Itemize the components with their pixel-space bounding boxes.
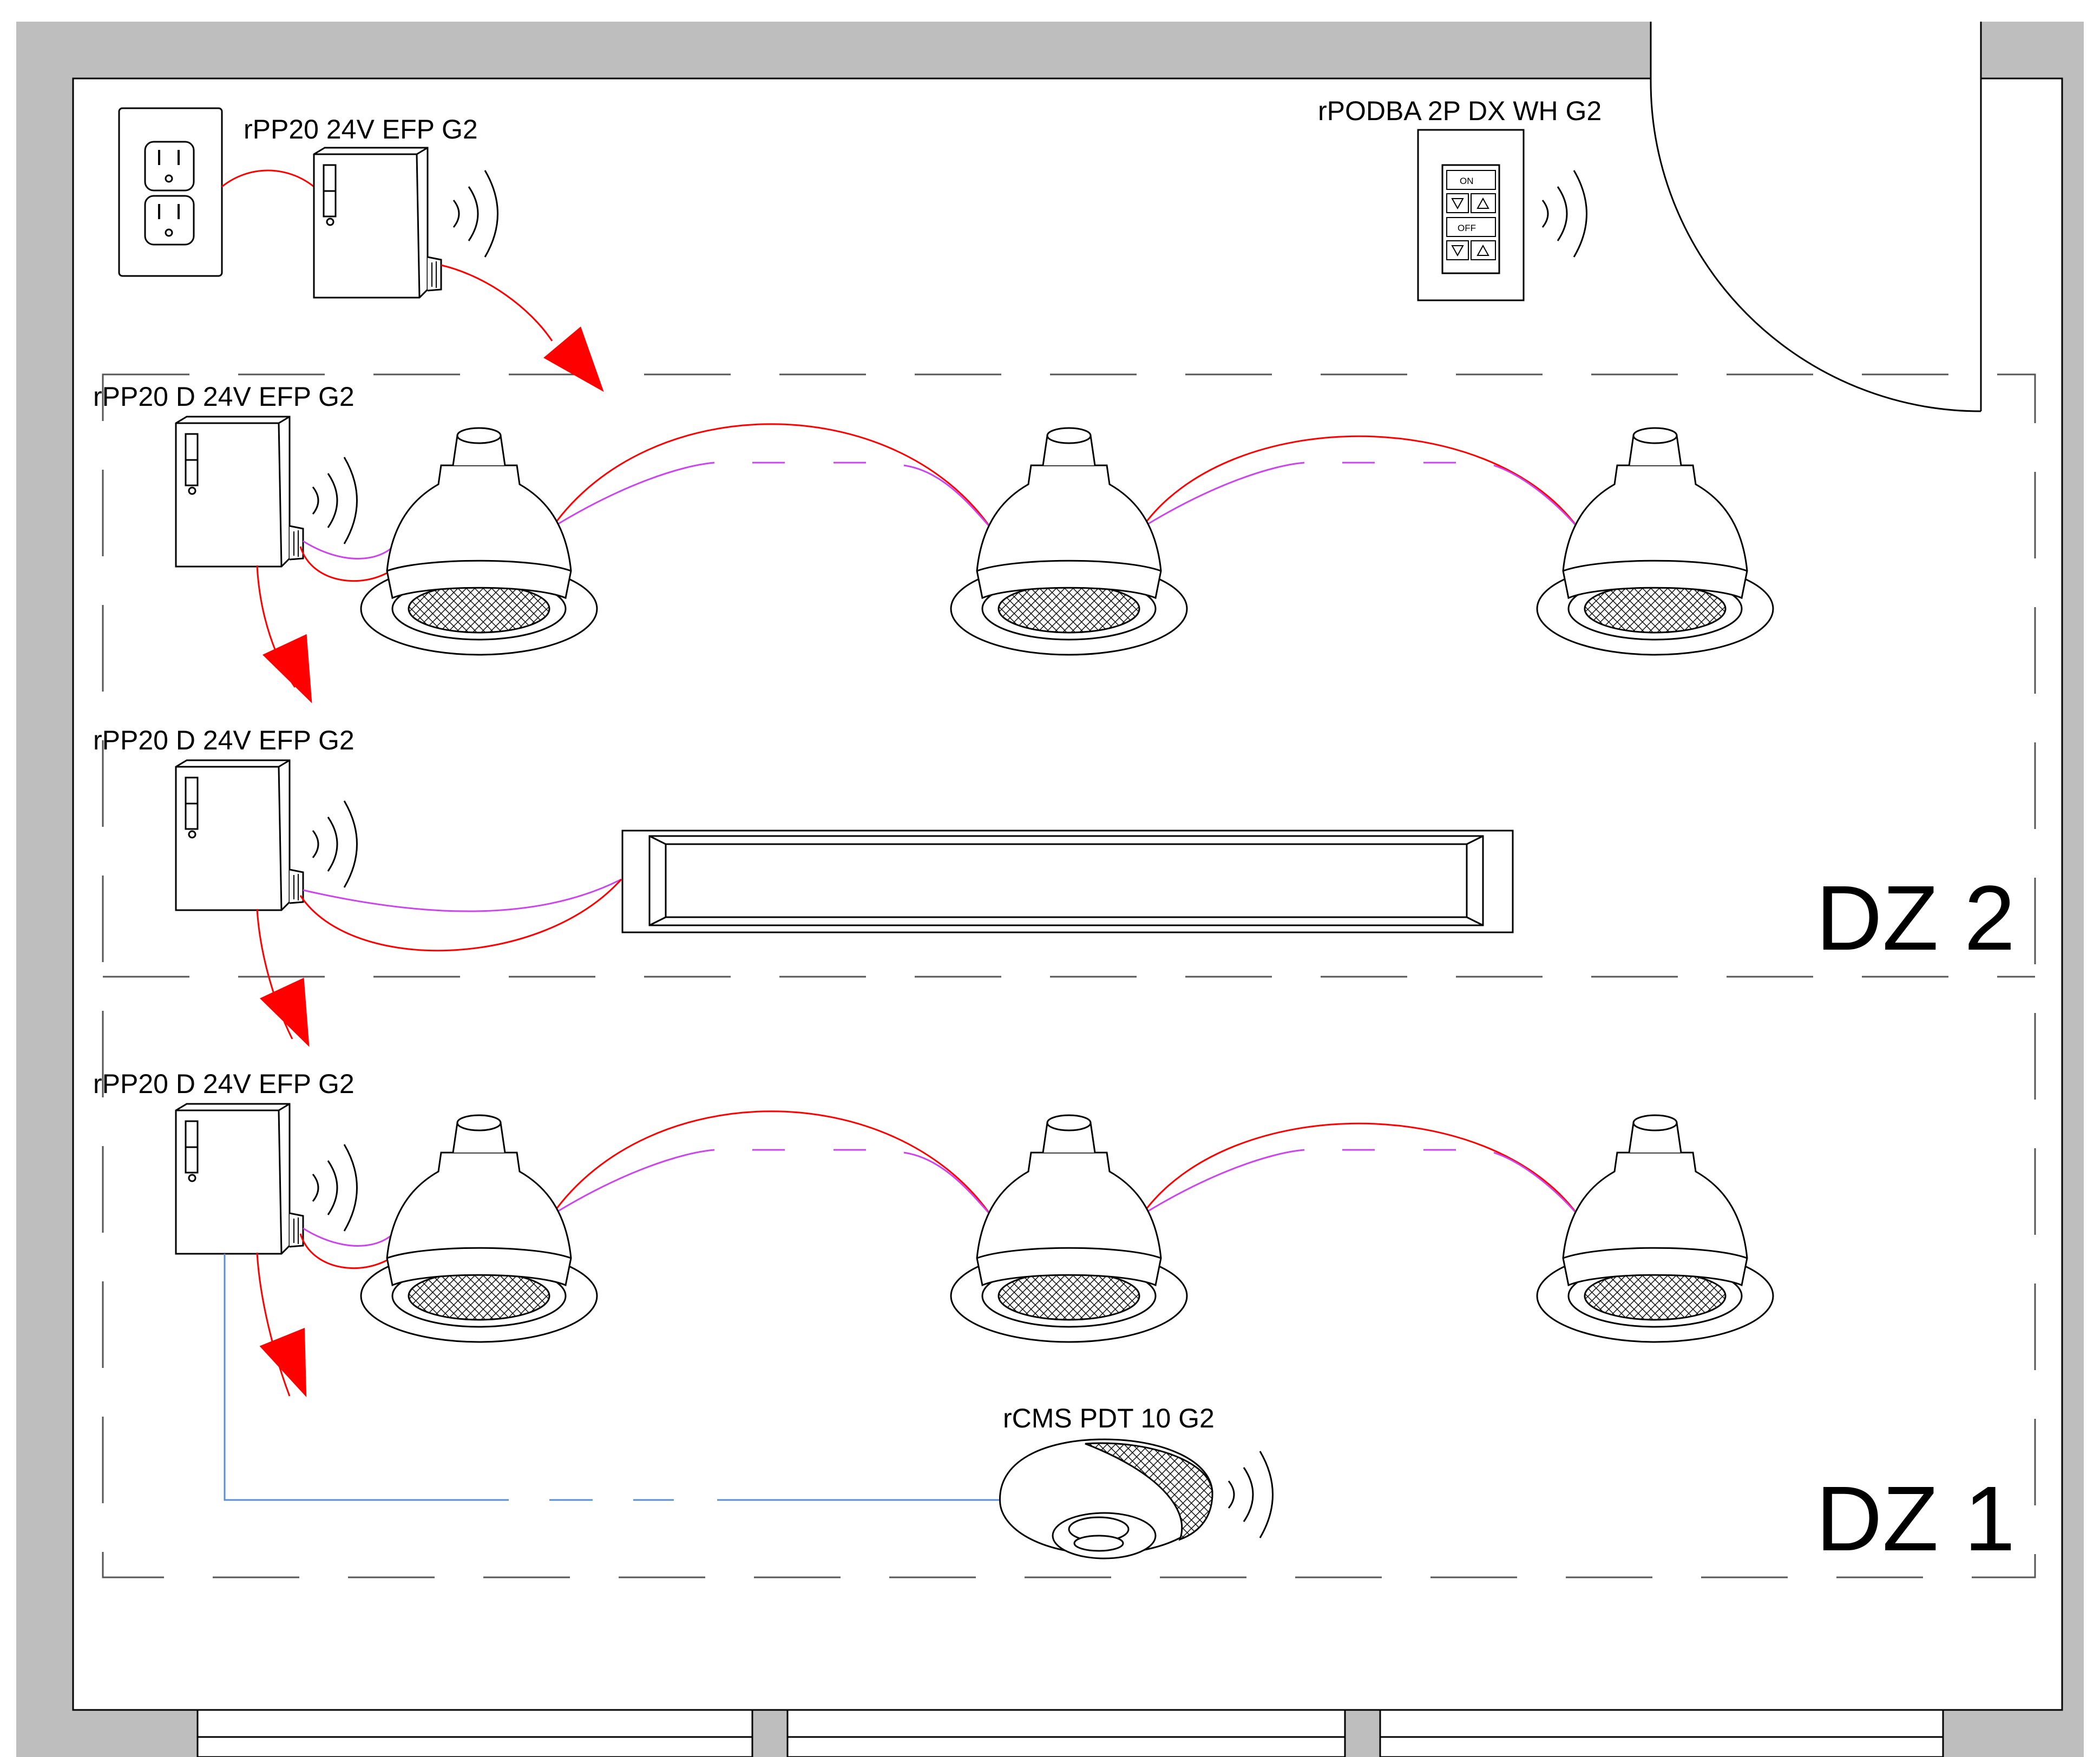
pp-row3-power-pack — [175, 1103, 304, 1255]
sensor-wire — [224, 1254, 1001, 1501]
raise-button-a[interactable] — [1471, 193, 1496, 213]
wall-station-wireless-icon — [1541, 169, 1587, 258]
bottom-pillar-2 — [1345, 1710, 1380, 1757]
bottom-wall-left — [16, 1710, 198, 1757]
raise-button-b[interactable] — [1471, 240, 1496, 260]
downlight-dz1-3 — [1536, 1114, 1774, 1343]
pp-row3-label: rPP20 D 24V EFP G2 — [93, 1069, 355, 1099]
linear-fixture — [621, 830, 1514, 933]
zone-label-dz1: DZ 1 — [1816, 1468, 2015, 1570]
receptacle-outlet — [118, 107, 223, 277]
top-wall-left — [16, 22, 1651, 78]
wall-station: ON OFF — [1417, 129, 1525, 301]
downlight-dz2-2 — [950, 427, 1188, 656]
pp-row1-label: rPP20 D 24V EFP G2 — [93, 381, 355, 412]
downlight-dz2-3 — [1536, 427, 1774, 656]
row2-wiring — [299, 878, 622, 952]
on-button-label: ON — [1460, 176, 1474, 186]
off-button-label: OFF — [1458, 223, 1476, 233]
daisy-chain-arrow-icon — [543, 326, 623, 408]
row1-wiring — [299, 423, 1579, 582]
left-wall — [16, 22, 73, 1757]
row3-chain-arrow-icon — [259, 1327, 329, 1406]
lower-button-b[interactable] — [1446, 240, 1469, 260]
pp-row3-wireless-icon — [312, 1143, 358, 1232]
pp-row2-power-pack — [175, 759, 304, 911]
sensor-label: rCMS PDT 10 G2 — [1003, 1403, 1215, 1433]
pp-row2-label: rPP20 D 24V EFP G2 — [93, 725, 355, 755]
raise-lower-button-a[interactable] — [1446, 193, 1469, 213]
zone-boundaries — [102, 373, 2036, 1578]
downlight-dz1-2 — [950, 1114, 1188, 1343]
room-walls — [16, 22, 2084, 1757]
zone-label-dz2: DZ 2 — [1816, 867, 2015, 970]
plug-pack-wireless-icon — [452, 169, 498, 258]
row3-wiring — [299, 1110, 1579, 1269]
door — [1650, 22, 1982, 412]
window-frames — [196, 1709, 1944, 1757]
pp-row1-power-pack — [175, 416, 304, 568]
plug-power-pack — [313, 147, 442, 299]
pp-row2-wireless-icon — [312, 800, 358, 889]
right-wall — [2062, 22, 2084, 1757]
bottom-wall-right — [1943, 1710, 2084, 1757]
pp-row1-wireless-icon — [312, 456, 358, 545]
downlight-dz1-1 — [360, 1114, 598, 1343]
row2-chain-arrow-icon — [259, 977, 332, 1057]
sensor-wireless-icon — [1228, 1450, 1274, 1539]
wall-station-label: rPODBA 2P DX WH G2 — [1318, 96, 1602, 126]
bottom-pillar-1 — [752, 1710, 788, 1757]
plug-pack-label: rPP20 24V EFP G2 — [244, 114, 478, 144]
on-button[interactable] — [1446, 170, 1496, 190]
occupancy-sensor — [999, 1438, 1213, 1559]
downlight-dz2-1 — [360, 427, 598, 656]
off-button[interactable] — [1446, 217, 1496, 237]
